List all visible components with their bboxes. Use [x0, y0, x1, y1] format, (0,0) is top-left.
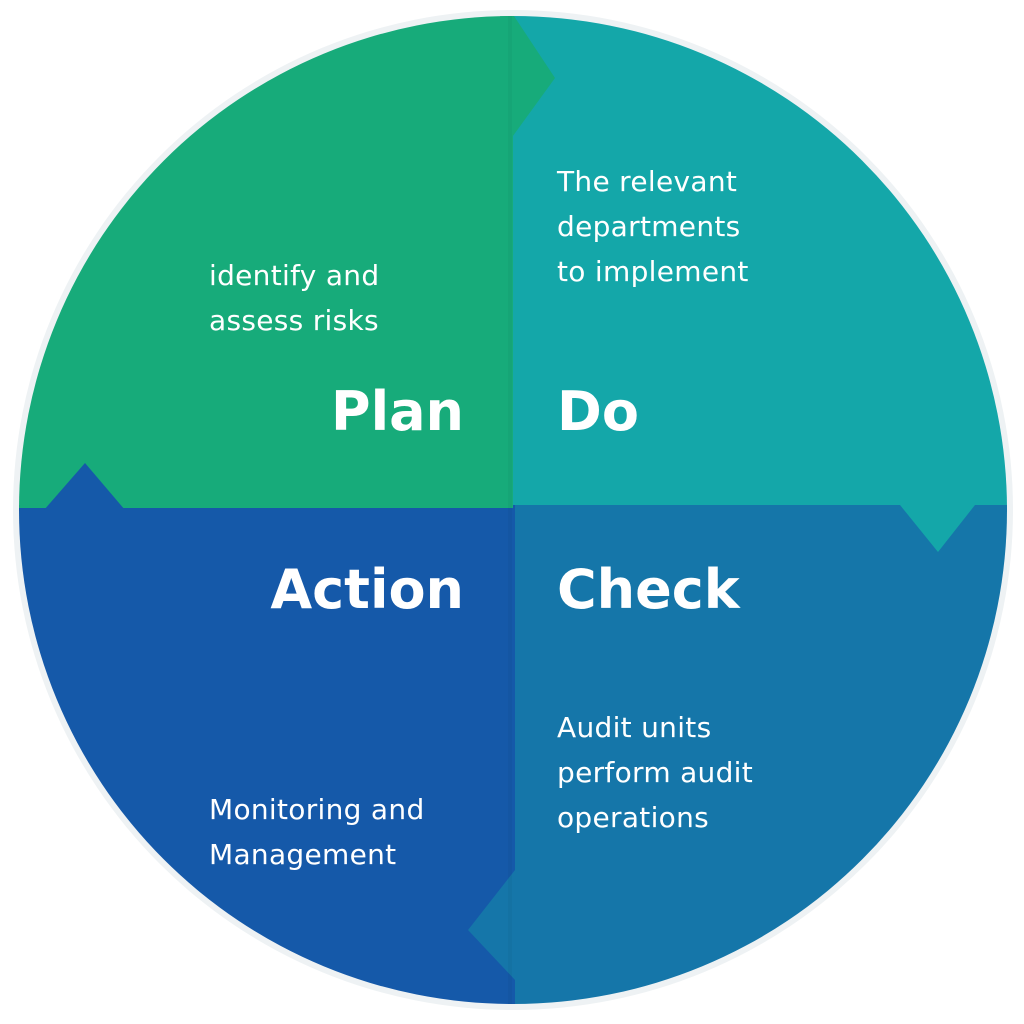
action-to-plan-arrow [44, 463, 125, 510]
plan-title: Plan [331, 380, 464, 443]
plan-desc-line-1: identify and [209, 259, 380, 292]
check-desc-line-1: Audit units [557, 711, 712, 744]
vertical-divider [508, 0, 512, 1024]
action-desc-line-1: Monitoring and [209, 793, 425, 826]
do-description: The relevant departments to implement [557, 159, 749, 294]
action-title: Action [270, 558, 464, 621]
do-desc-line-3: to implement [557, 255, 749, 288]
check-desc-line-3: operations [557, 801, 710, 834]
do-title: Do [557, 380, 639, 443]
plan-to-do-arrow [500, 16, 555, 140]
check-desc-line-2: perform audit [557, 756, 754, 789]
plan-desc-line-2: assess risks [209, 304, 379, 337]
plan-description: identify and assess risks [209, 253, 379, 343]
check-title: Check [557, 558, 740, 621]
check-to-action-arrow [468, 870, 515, 980]
action-description: Monitoring and Management [209, 787, 425, 877]
do-desc-line-2: departments [557, 210, 741, 243]
do-desc-line-1: The relevant [557, 165, 738, 198]
action-desc-line-2: Management [209, 838, 397, 871]
check-description: Audit units perform audit operations [557, 705, 753, 840]
do-to-check-arrow [900, 505, 975, 552]
